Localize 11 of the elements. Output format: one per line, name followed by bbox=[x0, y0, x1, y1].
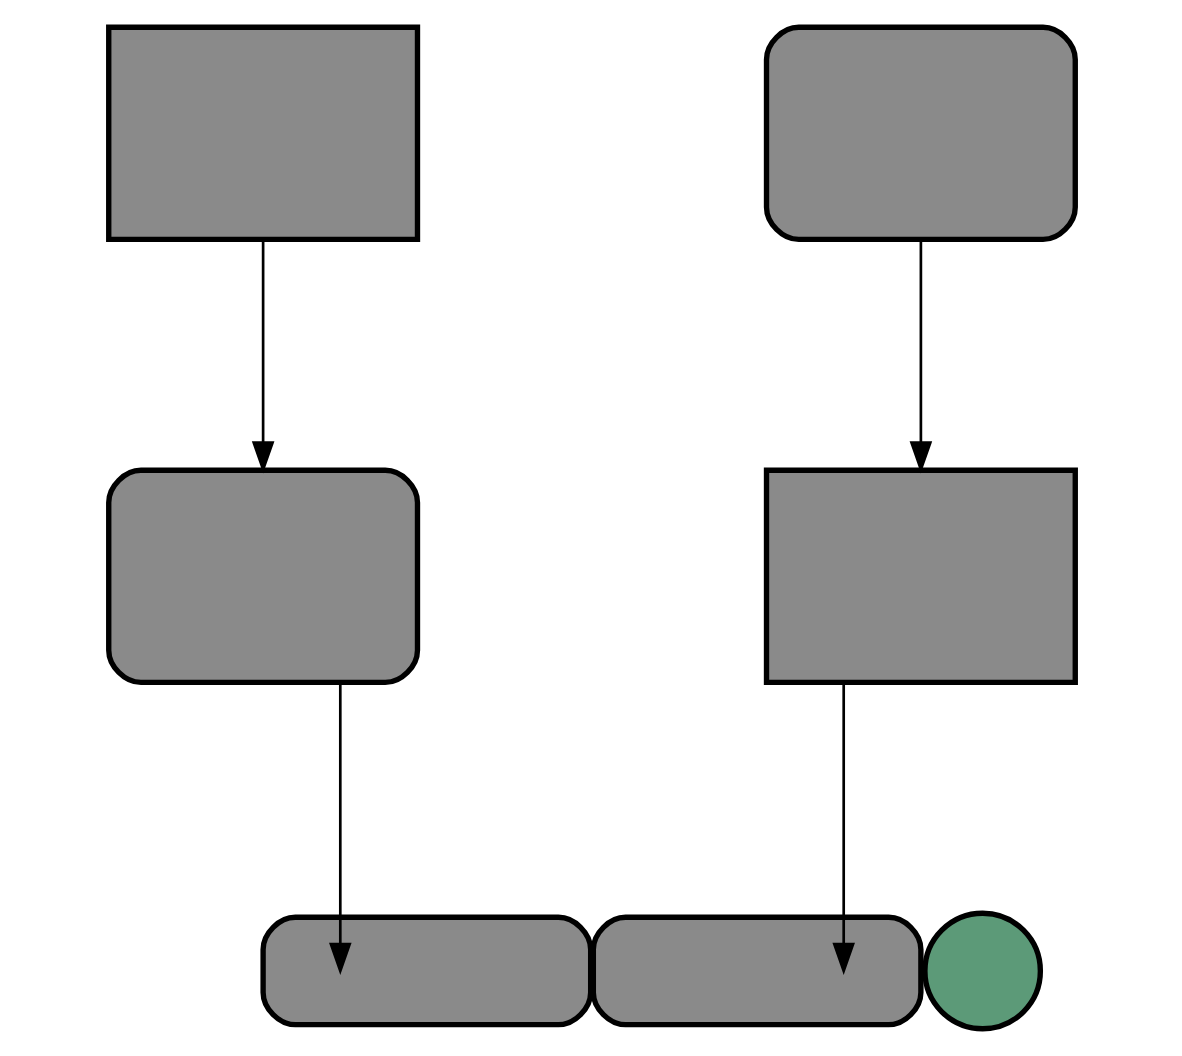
node-capsule bbox=[259, 914, 593, 1028]
node-box bbox=[762, 467, 1077, 686]
arrow bbox=[831, 683, 854, 976]
node-cylinder bbox=[105, 467, 420, 686]
arrow bbox=[908, 239, 932, 474]
node-box bbox=[105, 24, 420, 243]
node-circle bbox=[921, 910, 1043, 1032]
arrow bbox=[328, 683, 351, 976]
node-capsule bbox=[589, 914, 923, 1028]
node-cylinder bbox=[762, 24, 1077, 243]
arrow bbox=[250, 239, 274, 474]
